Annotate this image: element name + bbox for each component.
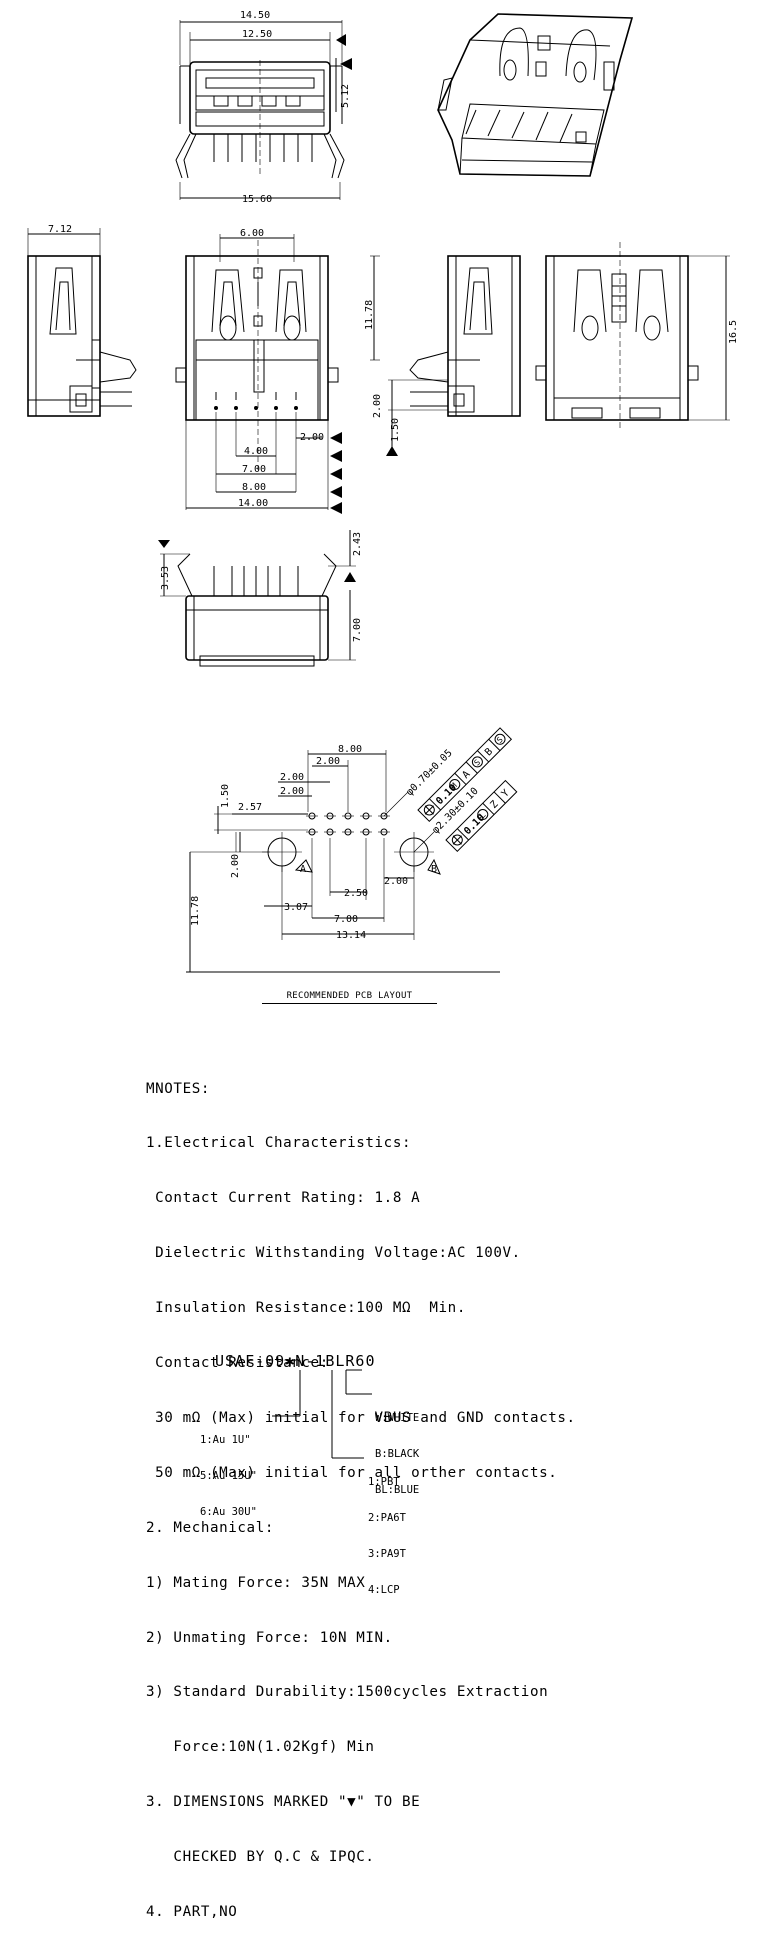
note-line: 50 mΩ (Max) initial for all orther conta…: [146, 1464, 558, 1481]
dim-15-60: 15.60: [242, 194, 272, 205]
dim-12-50: 12.50: [242, 29, 272, 40]
note-line: 3. DIMENSIONS MARKED "▼" TO BE: [146, 1794, 421, 1811]
material-option: 2:PA6T: [368, 1512, 406, 1524]
dim-14-50: 14.50: [240, 10, 270, 21]
pcb-dim-8-00: 8.00: [338, 744, 362, 755]
note-line: 30 mΩ (Max) initial for VBUS and GND con…: [146, 1409, 576, 1426]
material-option: 4:LCP: [368, 1584, 400, 1596]
dim-11-78: 11.78: [364, 300, 375, 330]
note-line: 1) Mating Force: 35N MAX: [146, 1574, 366, 1591]
pcb-dim-2-00-e: 2.00: [384, 876, 408, 887]
plating-option: 6:Au 30U": [200, 1506, 257, 1518]
pcb-layout: 8.00 2.00 2.00 2.00 1.50 2.57: [186, 727, 518, 973]
fcf-small-datum-b: B: [483, 746, 495, 758]
dim-16-5: 16.5: [728, 320, 739, 344]
dim-8-00: 8.00: [242, 482, 266, 493]
datum-b: B: [431, 864, 437, 875]
pcb-dim-2-00-c: 2.00: [280, 786, 304, 797]
dim-bottom-7-00: 7.00: [352, 618, 363, 642]
pcb-dim-1-50: 1.50: [220, 784, 231, 808]
dim-14-00: 14.00: [238, 498, 268, 509]
fcf-large-datum-z: Z: [488, 799, 500, 811]
side-view-left: 7.12: [27, 224, 137, 417]
dim-side-2-00: 2.00: [372, 394, 383, 418]
pcb-dim-2-00-a: 2.00: [316, 756, 340, 767]
material-options: 1:PBT 2:PA6T 3:PA9T 4:LCP: [368, 1452, 406, 1608]
pcb-dim-2-00-b: 2.00: [280, 772, 304, 783]
note-line: Force:10N(1.02Kgf) Min: [146, 1739, 375, 1756]
side-view-right: 2.00 1.50: [372, 255, 521, 456]
datum-a: A: [300, 864, 306, 875]
dim-5-12: 5.12: [340, 84, 351, 108]
connector-drawing: 14.50 12.50 5.12: [27, 10, 739, 1459]
note-line: CHECKED BY Q.C & IPQC.: [146, 1849, 375, 1866]
dim-4-00: 4.00: [244, 446, 268, 457]
dim-2-00: 2.00: [300, 432, 324, 443]
color-options: W:WHITE B:BLACK BL:BLUE: [375, 1388, 419, 1508]
front-view: 14.50 12.50 5.12: [175, 10, 352, 205]
isometric-view: [437, 13, 634, 177]
note-line: 4. PART,NO: [146, 1903, 238, 1920]
dim-2-43: 2.43: [352, 532, 363, 556]
pcb-dim-11-78: 11.78: [190, 896, 201, 926]
fcf-small-mod-m: M: [449, 781, 459, 791]
fcf-large-datum-y: Y: [500, 788, 512, 800]
notes-heading: MNOTES:: [146, 1080, 210, 1097]
dim-3-53: 3.53: [160, 566, 171, 590]
dim-7-00: 7.00: [242, 464, 266, 475]
front-view-right: 16.5: [535, 242, 739, 430]
note-line: 1.Electrical Characteristics:: [146, 1135, 412, 1152]
part-number-tree: [272, 1369, 372, 1459]
pcb-dim-3-07: 3.07: [284, 902, 308, 913]
fcf-small-mod-s1: S: [472, 758, 482, 768]
dim-7-12: 7.12: [48, 224, 72, 235]
material-option: 1:PBT: [368, 1476, 400, 1488]
plating-option: 1:Au 1U": [200, 1434, 251, 1446]
note-line: 3) Standard Durability:1500cycles Extrac…: [146, 1684, 549, 1701]
note-line: Contact Current Rating: 1.8 A: [146, 1190, 421, 1207]
note-line: Dielectric Withstanding Voltage:AC 100V.: [146, 1245, 521, 1262]
color-option: W:WHITE: [375, 1412, 420, 1424]
note-line: Insulation Resistance:100 MΩ Min.: [146, 1300, 466, 1317]
pcb-dim-2-57: 2.57: [238, 802, 262, 813]
dim-side-1-50: 1.50: [390, 418, 401, 442]
part-number: USAF-09✱N-1BLR60: [215, 1352, 376, 1370]
fcf-small-mod-s2: S: [495, 735, 505, 745]
color-option: B:BLACK: [375, 1448, 420, 1460]
color-option: BL:BLUE: [375, 1484, 420, 1496]
fcf-large-mod-l: L: [478, 810, 488, 820]
pcb-dim-13-14: 13.14: [336, 930, 366, 941]
plating-option: 5:Au 15U": [200, 1470, 257, 1482]
pcb-dim-7-00: 7.00: [334, 914, 358, 925]
note-line: 2) Unmating Force: 10N MIN.: [146, 1629, 393, 1646]
pcb-dim-2-00-d: 2.00: [230, 854, 241, 878]
material-option: 3:PA9T: [368, 1548, 406, 1560]
pcb-dim-2-50: 2.50: [344, 888, 368, 899]
dim-6-00: 6.00: [240, 228, 264, 239]
plating-options: 1:Au 1U" 5:Au 15U" 6:Au 30U": [200, 1410, 257, 1530]
note-line: Contact Resistance:: [146, 1355, 329, 1372]
fcf-small-datum-a: A: [460, 769, 472, 781]
pcb-layout-caption: RECOMMENDED PCB LAYOUT: [262, 991, 437, 1004]
bottom-view: 3.53 2.43 7.00: [158, 530, 363, 667]
rear-view: 6.00 11.78: [175, 228, 380, 514]
